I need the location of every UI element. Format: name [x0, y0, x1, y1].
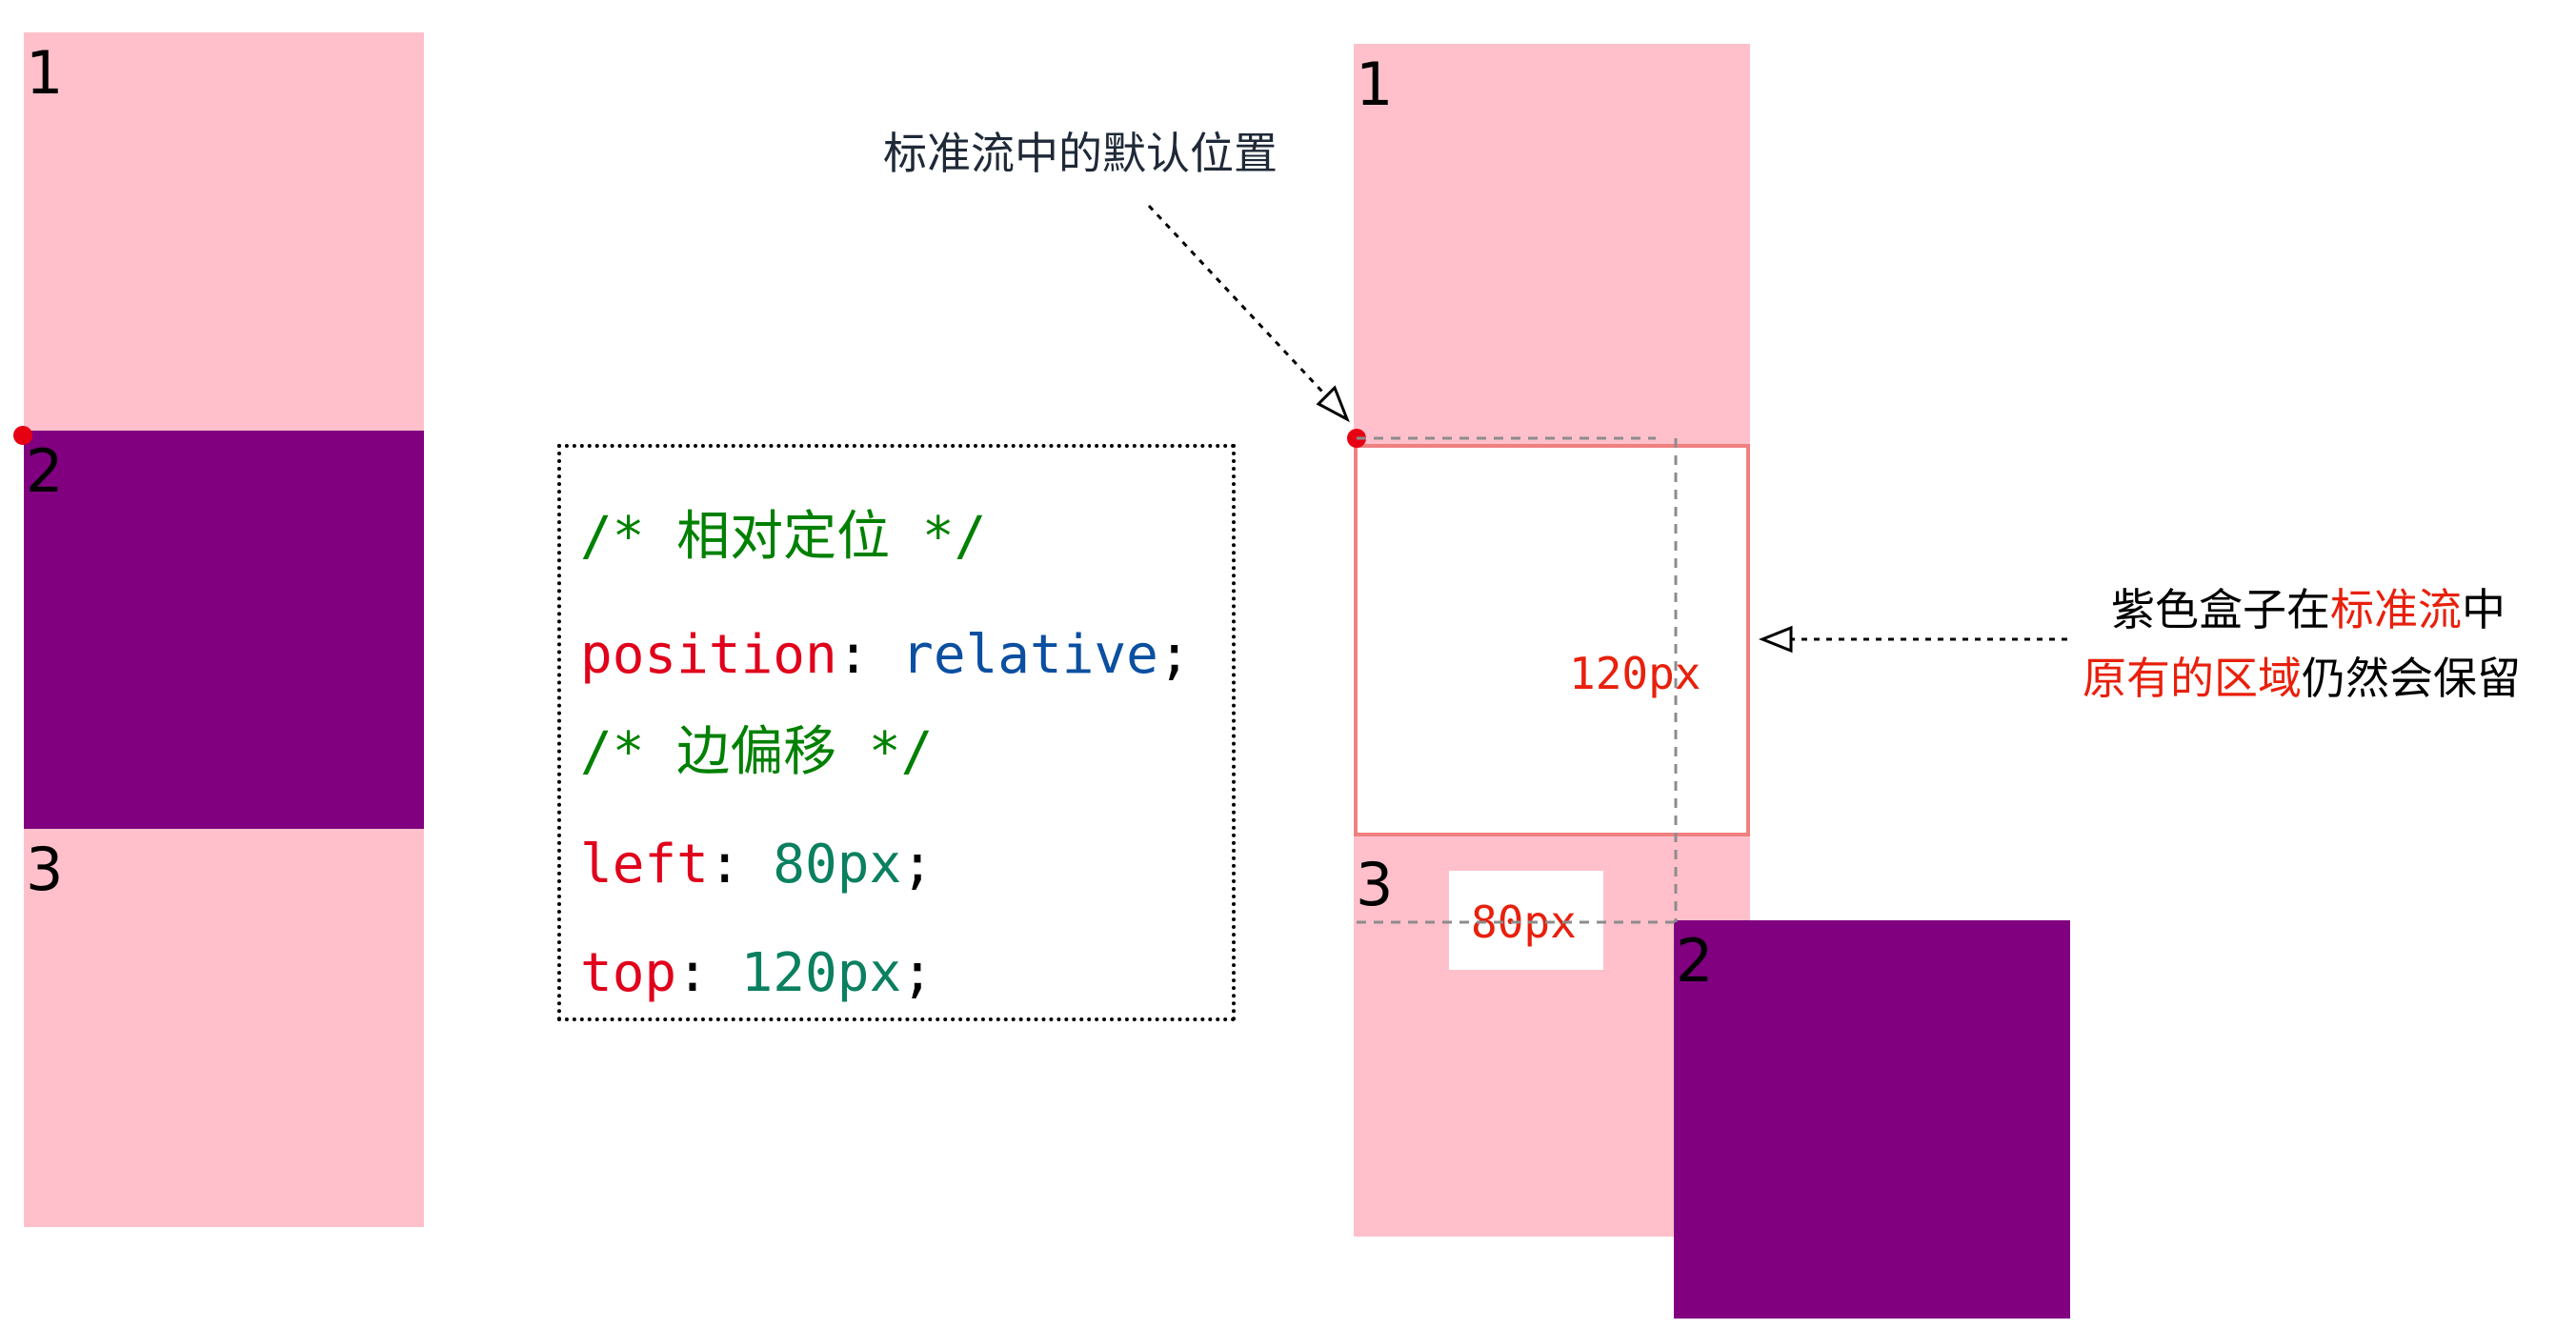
left-origin-dot [13, 426, 32, 445]
code-top-prop: top [580, 942, 677, 1004]
offset-left-label-bg [1449, 871, 1603, 970]
code-line-left: left: 80px; [580, 838, 934, 892]
left-box-1-label: 1 [26, 38, 64, 108]
annotation-reserved-2b: 仍然会保留 [2302, 653, 2521, 704]
offset-left-label: 80px [1471, 896, 1577, 948]
arrow-default-position-line [1147, 204, 1336, 406]
offset-top-label: 120px [1569, 648, 1701, 699]
annotation-reserved-line1: 紫色盒子在标准流中 [2111, 588, 2506, 632]
reserved-original-area [1354, 444, 1750, 836]
code-left-value: 80px [773, 834, 902, 896]
code-left-semi: ; [901, 834, 934, 896]
code-line-top: top: 120px; [580, 947, 934, 1000]
annotation-reserved-line2: 原有的区域仍然会保留 [2083, 656, 2521, 700]
code-line-position: position: relative; [580, 629, 1191, 682]
code-position-colon: : [836, 624, 902, 686]
annotation-reserved-1c: 中 [2462, 584, 2506, 635]
code-comment-relative: /* 相对定位 */ [580, 506, 987, 568]
code-top-semi: ; [901, 942, 934, 1004]
right-box-1-label: 1 [1356, 50, 1394, 119]
right-box-2-label: 2 [1676, 926, 1714, 996]
code-comment-offset: /* 边偏移 */ [580, 721, 934, 783]
annotation-default-position: 标准流中的默认位置 [883, 128, 1278, 179]
code-left-colon: : [708, 834, 774, 896]
code-left-prop: left [580, 834, 709, 896]
left-box-3: 3 [24, 829, 424, 1227]
right-box-2-shifted: 2 [1674, 920, 2070, 1319]
code-top-colon: : [676, 942, 741, 1004]
code-position-semi: ; [1157, 624, 1191, 686]
code-box: /* 相对定位 */ position: relative; /* 边偏移 */… [557, 444, 1236, 1021]
annotation-reserved-1a: 紫色盒子在 [2111, 584, 2330, 635]
annotation-reserved-1b: 标准流 [2330, 584, 2462, 635]
left-box-2-label: 2 [26, 436, 64, 506]
left-box-1: 1 [24, 32, 424, 431]
annotation-reserved-2a: 原有的区域 [2083, 653, 2302, 704]
right-box-3-label: 3 [1356, 850, 1394, 919]
right-box-1: 1 [1354, 44, 1750, 444]
code-position-prop: position [580, 624, 837, 686]
right-origin-dot [1347, 429, 1366, 448]
code-position-value: relative [901, 624, 1158, 686]
left-box-3-label: 3 [26, 835, 64, 904]
code-top-value: 120px [740, 942, 902, 1004]
left-box-2: 2 [24, 431, 424, 829]
arrow-reserved-head [1758, 625, 1793, 654]
arrow-default-position-head [1316, 385, 1350, 423]
